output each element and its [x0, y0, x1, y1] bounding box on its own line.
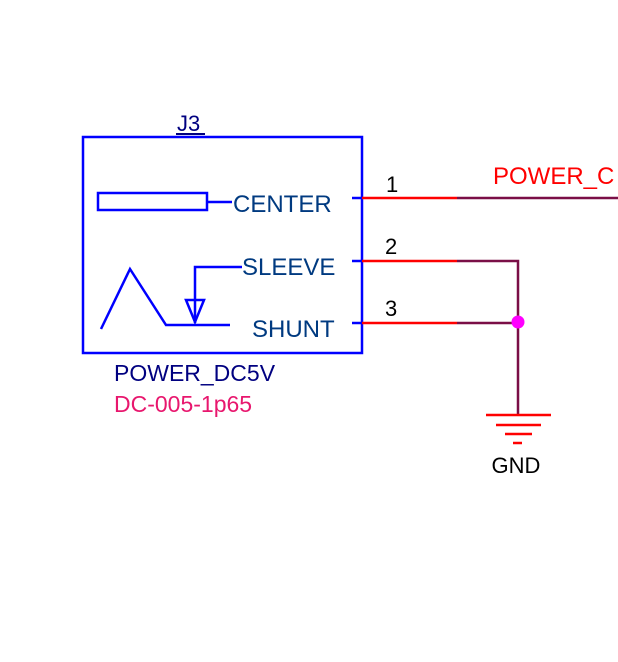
component-value[interactable]: POWER_DC5V	[114, 360, 276, 386]
junction-dot	[511, 315, 525, 329]
shunt-spring-graphic	[99, 266, 230, 330]
sleeve-arrow-icon	[184, 298, 206, 326]
ground-symbol-icon[interactable]	[486, 413, 551, 445]
wire-ground[interactable]	[457, 259, 520, 414]
pin-number-2: 2	[385, 234, 397, 259]
net-label-power[interactable]: POWER_C	[493, 163, 614, 190]
pin-name-center: CENTER	[233, 191, 332, 218]
pin-name-sleeve: SLEEVE	[242, 254, 335, 281]
center-contact-graphic	[96, 191, 209, 212]
component-body[interactable]	[81, 135, 364, 355]
designator-label[interactable]: J3	[177, 111, 200, 136]
pin-name-shunt: SHUNT	[252, 316, 335, 343]
ground-label: GND	[492, 453, 541, 478]
pin-number-3: 3	[385, 296, 397, 321]
pin-number-1: 1	[386, 172, 398, 197]
sleeve-lead	[193, 265, 242, 323]
component-part-number[interactable]: DC-005-1p65	[114, 391, 252, 417]
